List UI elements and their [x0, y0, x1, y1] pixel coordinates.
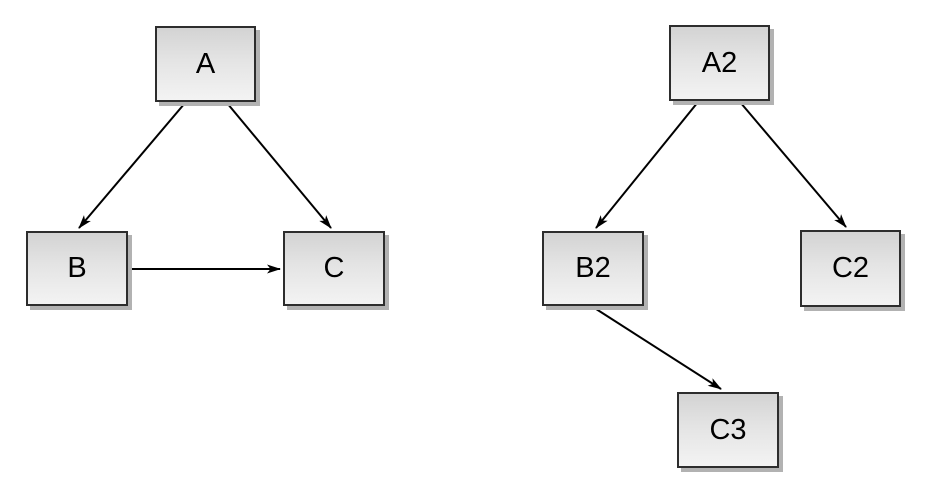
edge-A2-to-C2 — [739, 101, 847, 228]
node-A2: A2 — [669, 25, 770, 101]
edge-A2-to-B2 — [595, 101, 699, 229]
node-label: A — [195, 47, 216, 80]
node-label: B2 — [575, 252, 611, 284]
node-label: C — [323, 252, 345, 284]
node-label: B — [67, 252, 87, 284]
node-label: C3 — [709, 413, 747, 446]
node-A: A — [155, 26, 256, 102]
edge-B2-to-C3 — [592, 306, 722, 390]
node-C3: C3 — [677, 392, 779, 468]
node-C2: C2 — [800, 230, 901, 307]
node-B: B — [26, 231, 128, 306]
node-C: C — [283, 231, 385, 306]
edge-A-to-B — [78, 102, 186, 229]
node-label: C2 — [831, 252, 870, 284]
edge-group — [78, 101, 847, 390]
edge-A-to-C — [226, 102, 332, 229]
node-label: A2 — [701, 46, 738, 79]
node-B2: B2 — [542, 231, 644, 306]
